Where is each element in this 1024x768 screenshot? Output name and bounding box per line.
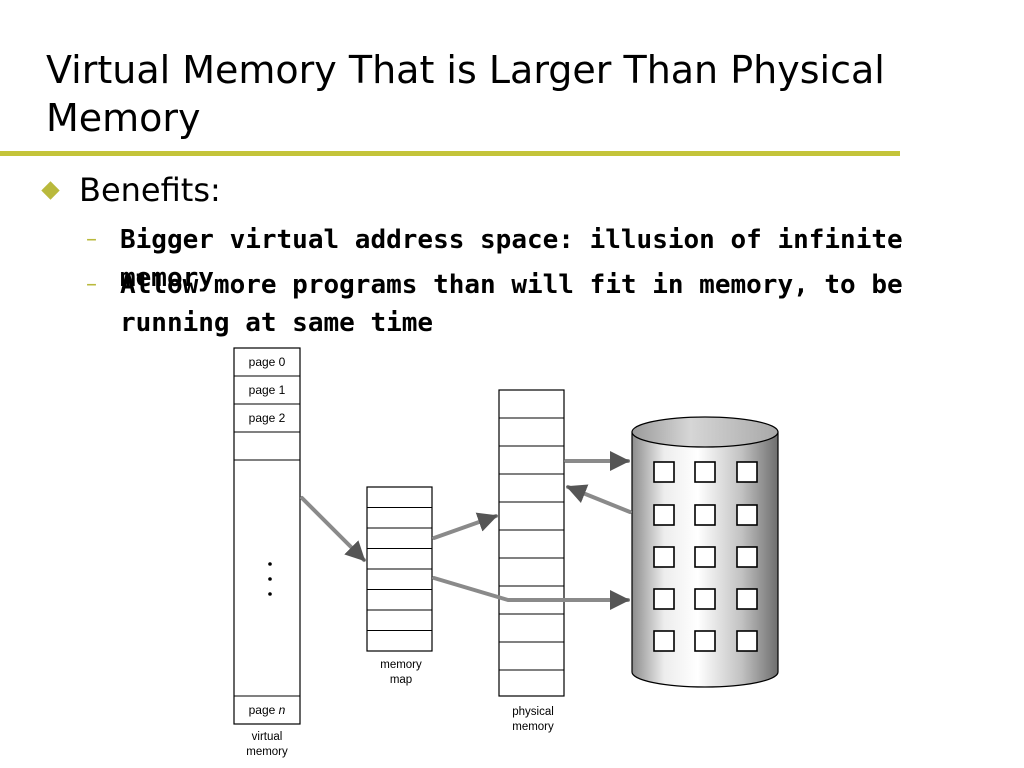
slide-title: Virtual Memory That is Larger Than Physi… [46,48,885,140]
virtual-page-0-label: page 0 [249,355,286,369]
dash-bullet-icon: – [86,227,97,252]
dash-bullet-icon: – [86,272,97,297]
physical-memory-label-line2: memory [512,721,554,733]
subbullet-2-text: Allow more programs than will fit in mem… [120,270,919,338]
ellipsis-dots [268,562,272,596]
disk-blocks [653,461,758,652]
bullet-benefits: Benefits: [40,170,221,210]
arrow-map-to-physical-upper [432,512,498,540]
bullet-benefits-text: Benefits: [79,171,221,209]
virtual-page-n-label: page n [249,703,286,717]
disk-cylinder-icon [631,416,779,688]
arrow-virtual-to-map [300,496,366,562]
arrow-disk-to-physical [566,484,632,514]
memory-map-label-line1: memory [380,659,422,671]
virtual-memory-label-line1: virtual [252,731,283,743]
arrow-map-to-disk [432,576,630,610]
virtual-memory-column: page 0 page 1 page 2 page n virtual memo… [233,347,301,758]
memory-map-label-line2: map [390,674,412,686]
virtual-page-2-label: page 2 [249,411,286,425]
memory-map-column: memory map [366,486,433,686]
physical-memory-label-line1: physical [512,706,554,718]
virtual-page-1-label: page 1 [249,383,286,397]
physical-memory-column: physical memory [498,389,565,733]
subbullet-2: – Allow more programs than will fit in m… [86,266,920,342]
subbullet-1-text: Bigger virtual address space: illusion o… [120,225,919,293]
title-underline [0,151,900,156]
mapping-arrows [300,451,632,610]
virtual-memory-label-line2: memory [246,746,288,758]
subbullet-1: – Bigger virtual address space: illusion… [86,221,1000,297]
